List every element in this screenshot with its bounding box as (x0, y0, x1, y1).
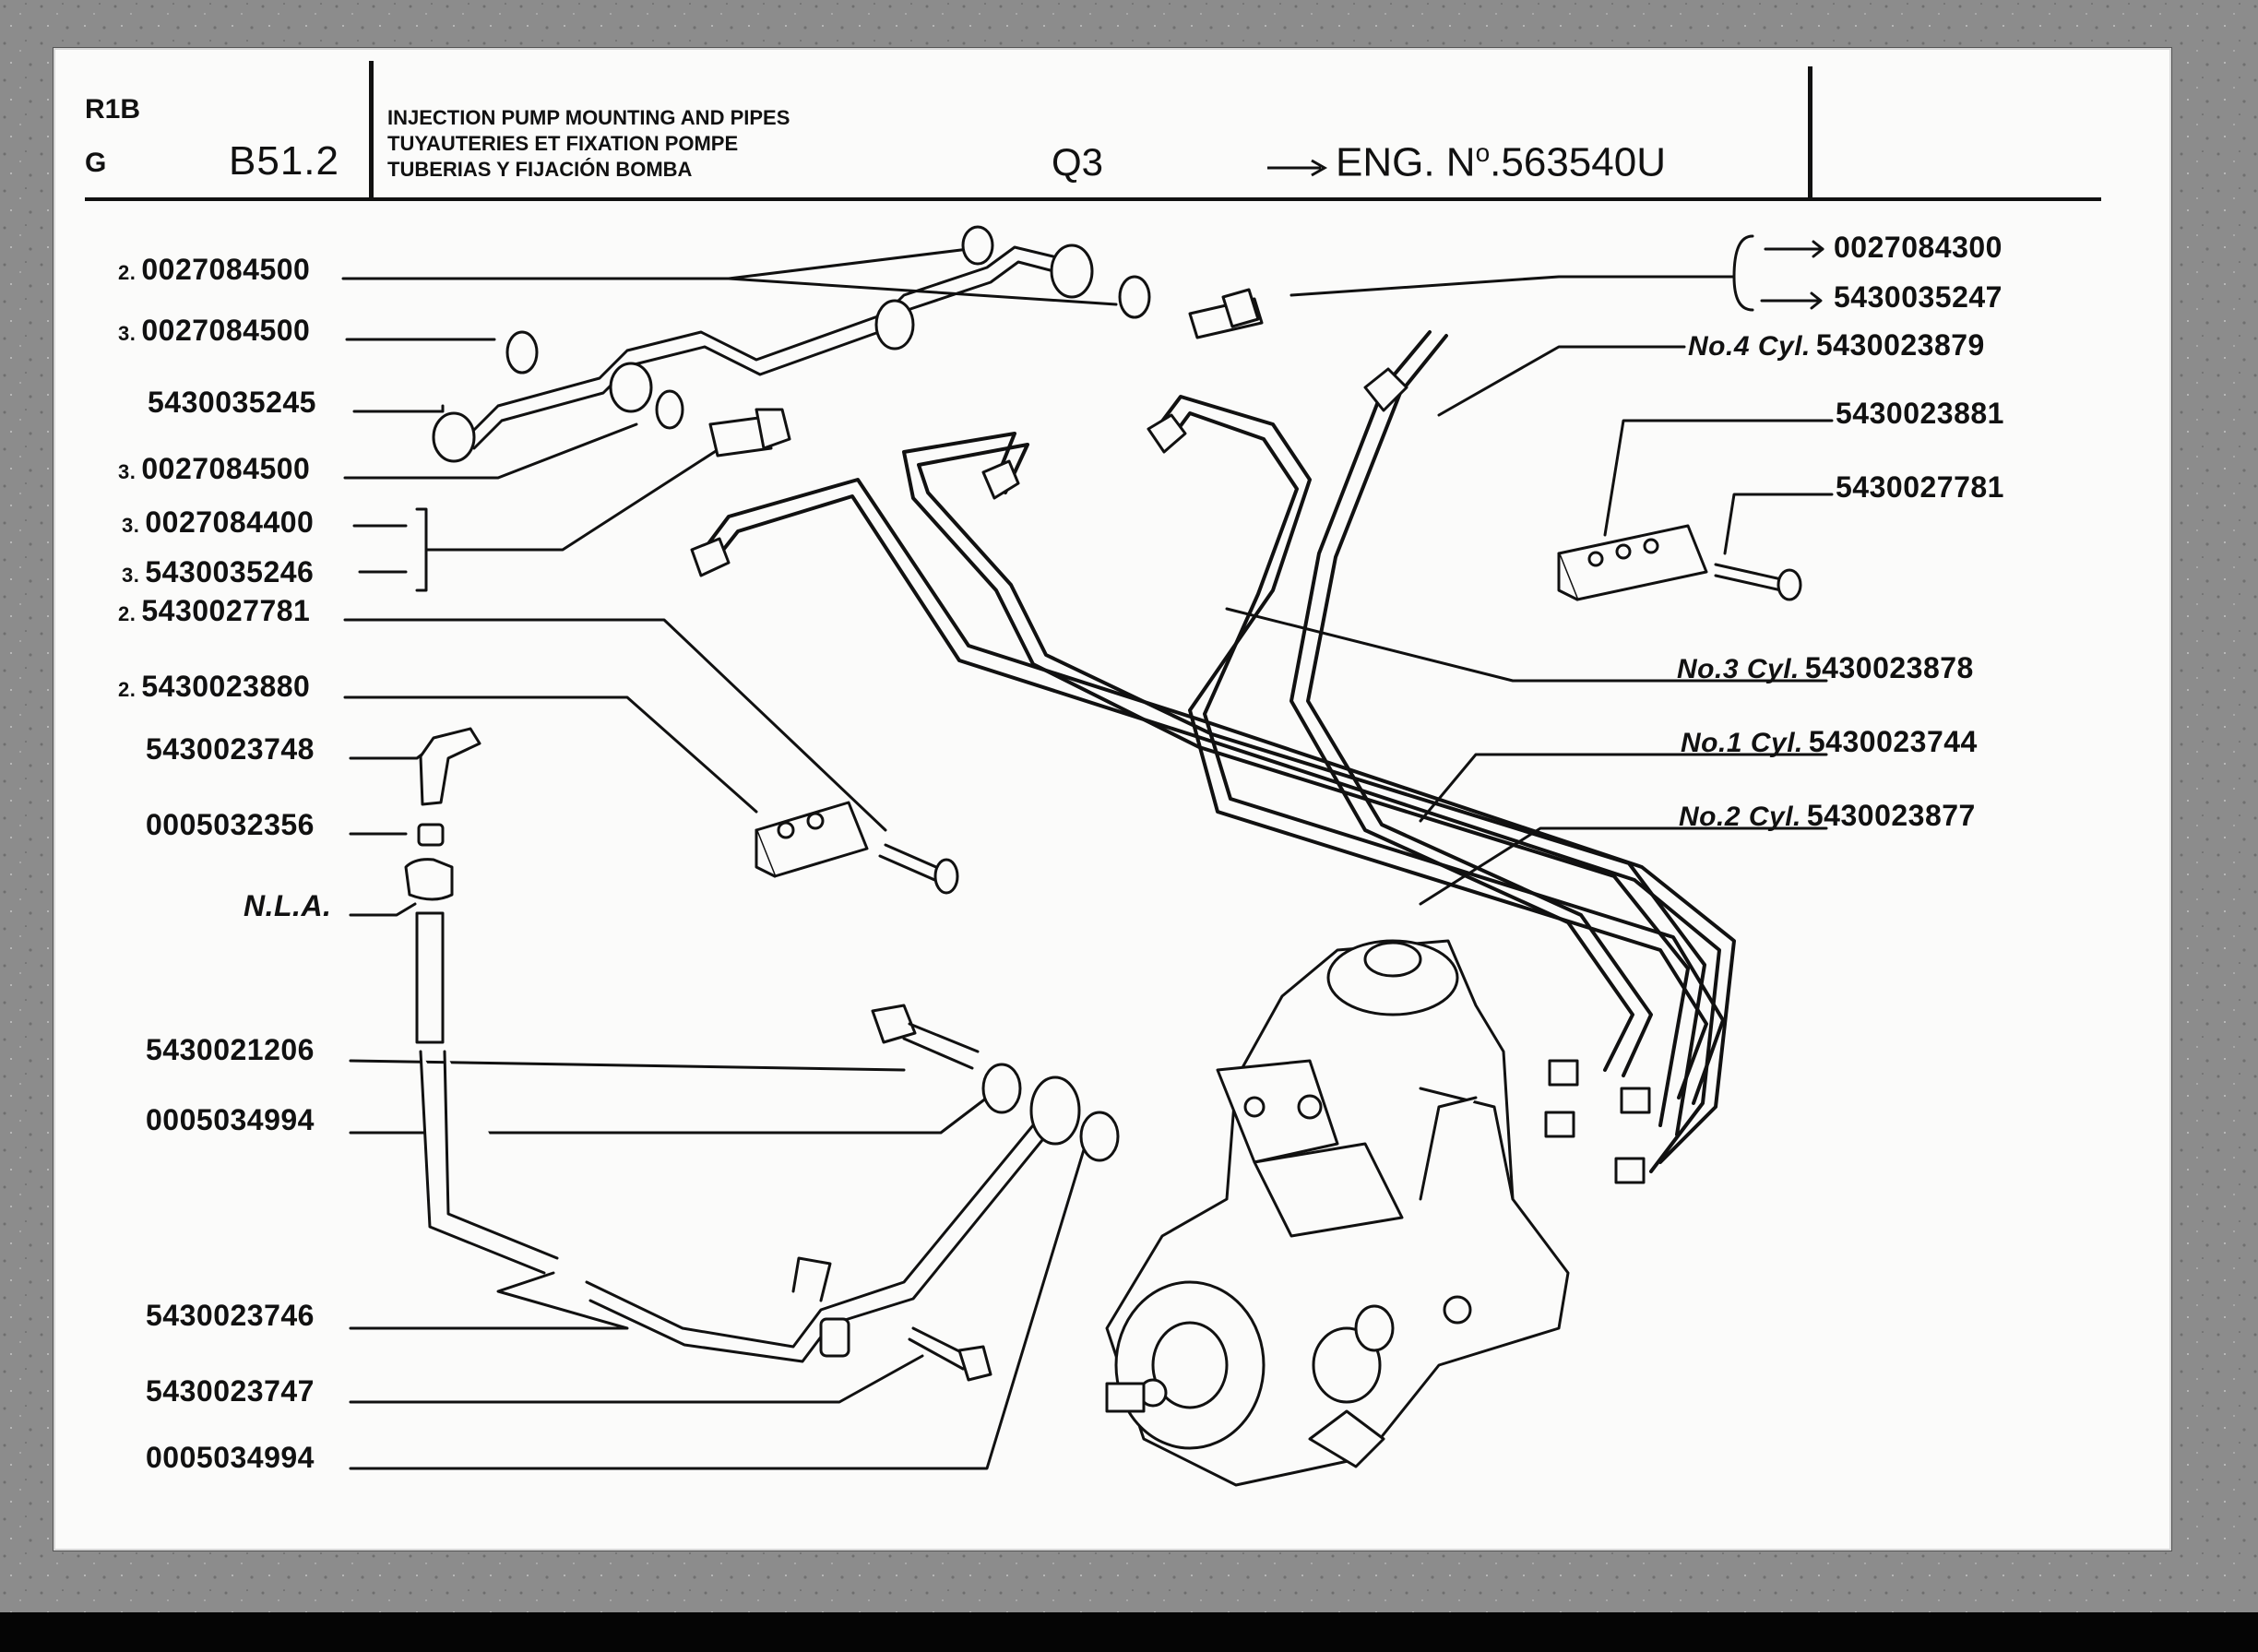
part-qty: 2. (118, 261, 137, 284)
cylinder-label: No.4 Cyl. (1688, 331, 1811, 362)
title-line-en: INJECTION PUMP MOUNTING AND PIPES (387, 106, 790, 129)
clip-bolt (908, 1326, 992, 1382)
part-qty: 2. (118, 678, 137, 701)
leak-off-pipe (432, 225, 1151, 463)
injection-pump (1105, 939, 1570, 1487)
part-label-left-12: 5430021206 (146, 1033, 315, 1067)
scan-edge (0, 1612, 2258, 1652)
part-label-right-3: No.4 Cyl.5430023879 (1688, 328, 1985, 362)
header-divider-left (369, 61, 374, 197)
part-label-left-1: 2.0027084500 (118, 253, 310, 287)
part-number: 5430023744 (1808, 725, 1978, 758)
part-label-left-9: 5430023748 (146, 732, 315, 767)
hollow-bolt (871, 1004, 980, 1070)
part-number: 0027084500 (141, 452, 311, 485)
part-number: 5430027781 (1836, 470, 2004, 504)
page-title: INJECTION PUMP MOUNTING AND PIPES TUYAUT… (387, 105, 790, 183)
engine-superscript: o (1475, 138, 1491, 167)
part-label-right-7: No.1 Cyl.5430023744 (1681, 725, 1978, 759)
part-number: 5430023881 (1836, 397, 2004, 430)
part-qty: 3. (118, 322, 137, 345)
part-label-right-2: 5430035247 (1834, 280, 2002, 315)
banjo-bolt (708, 288, 1264, 458)
part-label-left-16: 0005034994 (146, 1441, 315, 1475)
part-number: 5430027781 (141, 594, 311, 627)
section-number: B51.2 (229, 138, 339, 184)
part-number: 0005032356 (146, 808, 315, 841)
part-number: 0027084500 (141, 314, 311, 347)
part-number: N.L.A. (244, 889, 332, 922)
part-number: 5430035247 (1834, 280, 2002, 314)
pipe-nuts (690, 367, 1651, 1184)
part-number: 5430023747 (146, 1374, 315, 1408)
part-label-left-13: 0005034994 (146, 1103, 315, 1137)
part-number: 5430023880 (141, 670, 311, 703)
title-line-fr: TUYAUTERIES ET FIXATION POMPE (387, 132, 739, 155)
part-label-right-5: 5430027781 (1836, 470, 2004, 505)
injector-pipe-cyl2 (699, 478, 1736, 1173)
header-code-row2: G (85, 148, 107, 178)
part-qty: 2. (118, 602, 137, 625)
sealing-washer (981, 1063, 1022, 1114)
engine-value: .563540U (1490, 139, 1666, 185)
part-number: 5430035245 (148, 386, 316, 419)
part-label-left-11: N.L.A. (244, 889, 331, 923)
header-divider-right (1808, 66, 1812, 201)
part-label-left-7: 2.5430027781 (118, 594, 310, 628)
part-number: 5430023879 (1815, 328, 1985, 362)
part-qty: 3. (122, 514, 140, 537)
part-number: 5430021206 (146, 1033, 315, 1066)
engine-prefix: ENG. N (1336, 139, 1476, 185)
part-label-left-5: 3.0027084400 (122, 505, 314, 540)
part-number: 5430023878 (1804, 651, 1974, 684)
leader-lines-left (341, 247, 1118, 1470)
part-number: 5430035246 (145, 555, 315, 588)
part-number: 5430023746 (146, 1299, 315, 1332)
part-number: 5430023877 (1806, 799, 1976, 832)
part-label-right-4: 5430023881 (1836, 397, 2004, 431)
part-qty: 3. (122, 564, 140, 587)
part-label-left-6: 3.5430035246 (122, 555, 314, 589)
sealing-washer (1079, 1111, 1120, 1162)
part-label-left-2: 3.0027084500 (118, 314, 310, 348)
header-code-row1: R1B (85, 94, 141, 125)
header-rule (85, 197, 2101, 201)
part-label-left-3: 5430035245 (148, 386, 316, 420)
part-number: 0027084500 (141, 253, 311, 286)
part-label-left-4: 3.0027084500 (118, 452, 310, 486)
part-number: 0005034994 (146, 1441, 315, 1474)
pipe-clamp-upper (1557, 524, 1802, 601)
part-number: 0027084400 (145, 505, 315, 539)
part-label-left-8: 2.5430023880 (118, 670, 310, 704)
engine-number: ENG. No.563540U (1336, 138, 1666, 186)
part-number: 0005034994 (146, 1103, 315, 1136)
return-hose (404, 727, 1081, 1363)
part-label-left-15: 5430023747 (146, 1374, 315, 1408)
injector-pipe-cyl1 (902, 432, 1706, 1136)
part-label-left-10: 0005032356 (146, 808, 315, 842)
part-number: 5430023748 (146, 732, 315, 766)
title-line-es: TUBERIAS Y FIJACIÓN BOMBA (387, 158, 693, 181)
part-number: 0027084300 (1834, 231, 2002, 264)
injector-pipe-cyl4 (1289, 330, 1653, 1077)
pipe-clamp-lower (755, 801, 959, 895)
part-qty: 3. (118, 460, 137, 483)
arrow-right-icon (1267, 159, 1328, 177)
part-label-right-1: 0027084300 (1834, 231, 2002, 265)
part-label-left-14: 5430023746 (146, 1299, 315, 1333)
variant-code: Q3 (1052, 140, 1104, 184)
